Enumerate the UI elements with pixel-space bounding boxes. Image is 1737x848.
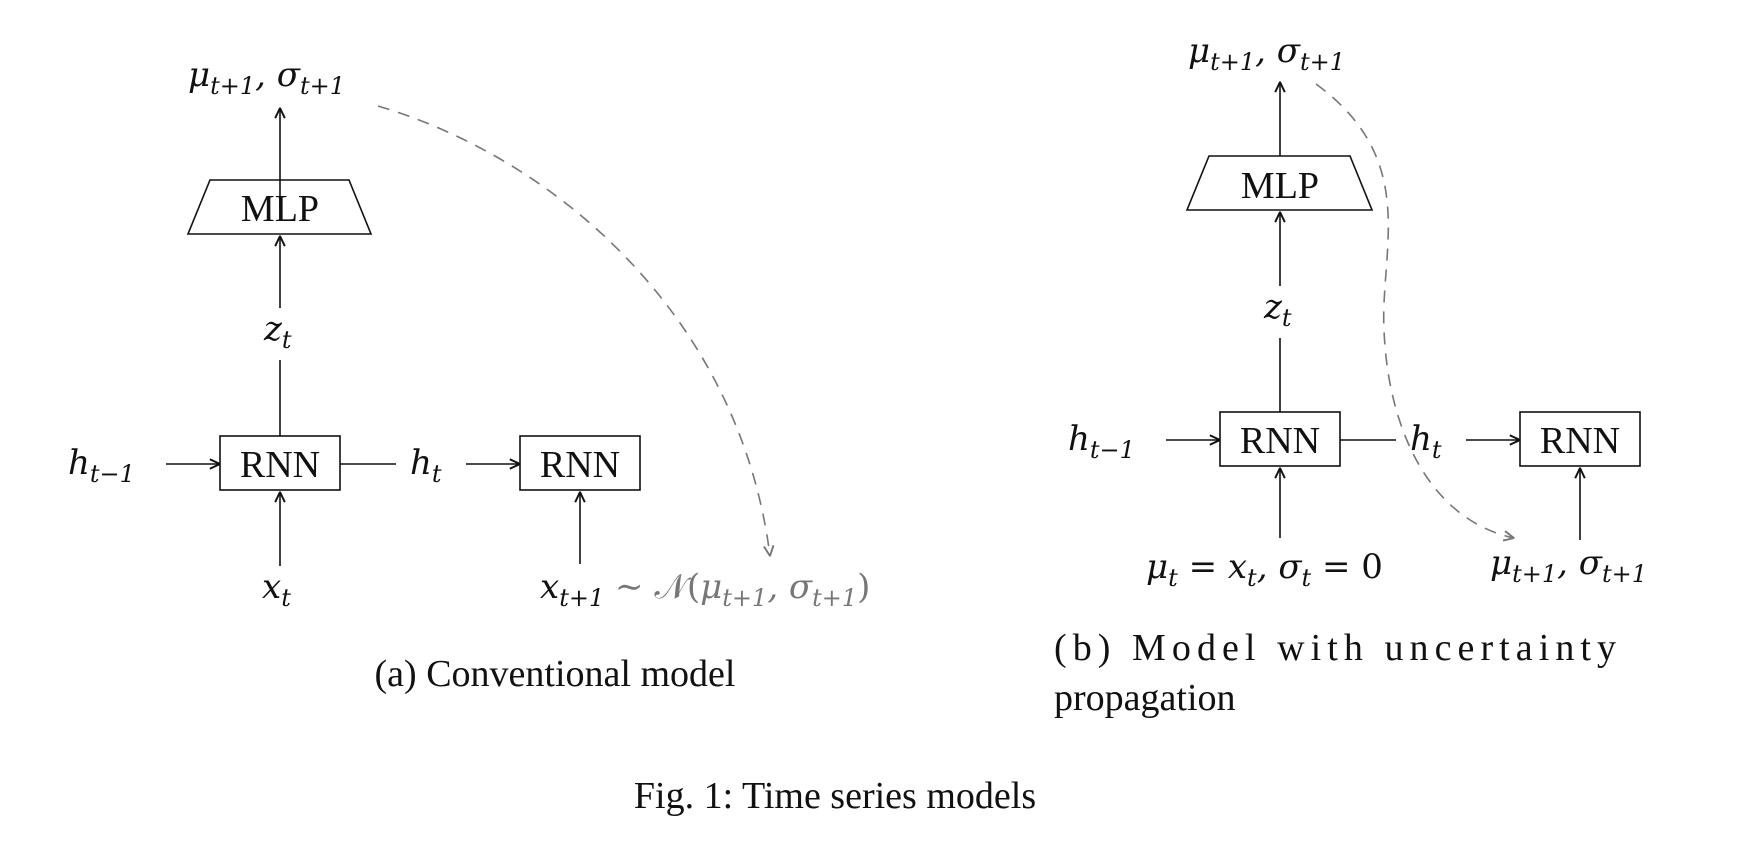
panel-b-rnn-block-1 (1219, 411, 1341, 467)
panel-a-mlp-label: MLP (241, 188, 319, 230)
panel-b-input-label: μt = xt, σt = 0 (1146, 547, 1383, 592)
panel-b-caption-line-2: propagation (1054, 677, 1236, 719)
panel-a-input-label: xt (262, 567, 291, 612)
panel-b-propagation-dashed-arrow (1315, 83, 1514, 538)
panel-a-rnn-label-2: RNN (540, 444, 620, 486)
panel-b-hidden-prev-label: ht−1 (1068, 419, 1135, 464)
panel-a-rnn-block-1 (219, 435, 341, 491)
panel-a: μt+1, σt+1 MLP zt ht−1 RNN ht RNN xt x (68, 55, 870, 695)
panel-a-hidden-prev-label: ht−1 (68, 443, 135, 488)
panel-a-rnn-label-1: RNN (240, 444, 320, 486)
panel-b-caption-line-1: (b) Model with uncertainty (1054, 627, 1616, 669)
figure-caption: Fig. 1: Time series models (634, 775, 1036, 817)
panel-b-next-input-label: μt+1, σt+1 (1490, 543, 1647, 588)
panel-a-mlp-block (186, 179, 373, 235)
panel-a-output-label: μt+1, σt+1 (188, 55, 345, 100)
panel-b-rnn-block-2 (1519, 411, 1641, 467)
panel-a-rnn-block-2 (519, 435, 641, 491)
panel-b-rnn-label-2: RNN (1540, 420, 1620, 462)
panel-a-next-input-label: xt+1 ∼ 𝒩(μt+1, σt+1) (540, 567, 870, 612)
panel-b-rnn-label-1: RNN (1240, 420, 1320, 462)
panel-b-latent-label: zt (1263, 287, 1292, 332)
panel-b-output-label: μt+1, σt+1 (1188, 31, 1345, 76)
panel-a-caption: (a) Conventional model (375, 653, 736, 695)
panel-a-sampling-dashed-arrow (377, 105, 770, 556)
panel-a-hidden-label: ht (410, 443, 442, 488)
panel-b-mlp-block (1185, 155, 1374, 211)
panel-b: μt+1, σt+1 MLP zt ht−1 RNN ht RNN μt = x… (1054, 31, 1647, 719)
panel-b-mlp-label: MLP (1241, 165, 1319, 207)
panel-a-latent-label: zt (263, 309, 292, 354)
